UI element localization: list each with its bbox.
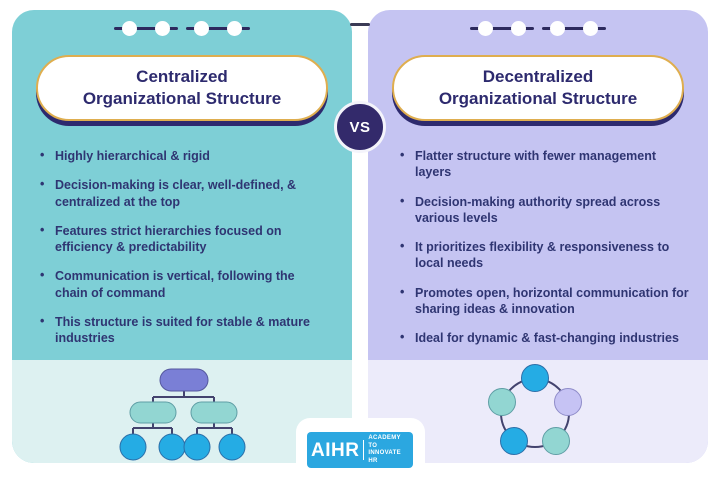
- logo-plate: AIHR ACADEMY TO INNOVATE HR: [296, 418, 425, 477]
- logo-divider: [363, 440, 365, 460]
- bullet-item: Decision-making is clear, well-defined, …: [40, 176, 328, 210]
- binder-clips-left: [12, 21, 352, 36]
- clip-dot: [583, 21, 598, 36]
- title-line: Decentralized: [482, 67, 594, 86]
- bullet-item: It prioritizes flexibility & responsiven…: [400, 238, 692, 272]
- centralized-card: Centralized Organizational Structure Hig…: [12, 10, 352, 463]
- clip-dot: [550, 21, 565, 36]
- vs-label: VS: [349, 118, 371, 136]
- clip-dot: [194, 21, 209, 36]
- title-line: Centralized: [136, 67, 228, 86]
- title-line: Organizational Structure: [82, 89, 282, 109]
- binder-clip: [470, 21, 534, 36]
- clip-dot: [122, 21, 137, 36]
- binder-clip: [186, 21, 250, 36]
- decentralized-bullet-list: Flatter structure with fewer management …: [400, 147, 692, 359]
- bullet-item: Promotes open, horizontal communication …: [400, 284, 692, 318]
- clip-dot: [227, 21, 242, 36]
- bullet-item: Communication is vertical, following the…: [40, 267, 328, 301]
- logo-tagline: ACADEMY TO INNOVATE HR: [368, 435, 401, 464]
- centralized-bullet-list: Highly hierarchical & rigid Decision-mak…: [40, 147, 328, 359]
- bullet-item: Decision-making authority spread across …: [400, 193, 692, 227]
- binder-clip: [114, 21, 178, 36]
- binder-clip: [542, 21, 606, 36]
- bullet-item: Flatter structure with fewer management …: [400, 147, 692, 181]
- centralized-title: Centralized Organizational Structure: [36, 55, 328, 122]
- title-line: Organizational Structure: [438, 89, 638, 109]
- bullet-item: Highly hierarchical & rigid: [40, 147, 328, 164]
- bullet-item: This structure is suited for stable & ma…: [40, 313, 328, 347]
- logo-brand: AIHR: [311, 439, 360, 461]
- vs-badge: VS: [334, 101, 386, 153]
- decentralized-title: Decentralized Organizational Structure: [392, 55, 684, 122]
- bullet-item: Ideal for dynamic & fast-changing indust…: [400, 329, 692, 346]
- clip-dot: [478, 21, 493, 36]
- decentralized-card: Decentralized Organizational Structure F…: [368, 10, 708, 463]
- binder-clips-right: [368, 21, 708, 36]
- hierarchy-tree-diagram: [119, 368, 246, 461]
- clip-dot: [511, 21, 526, 36]
- card-connector-line: [350, 23, 370, 26]
- circular-network-diagram: [488, 364, 582, 455]
- bullet-item: Features strict hierarchies focused on e…: [40, 222, 328, 256]
- aihr-logo: AIHR ACADEMY TO INNOVATE HR: [307, 432, 413, 468]
- clip-dot: [155, 21, 170, 36]
